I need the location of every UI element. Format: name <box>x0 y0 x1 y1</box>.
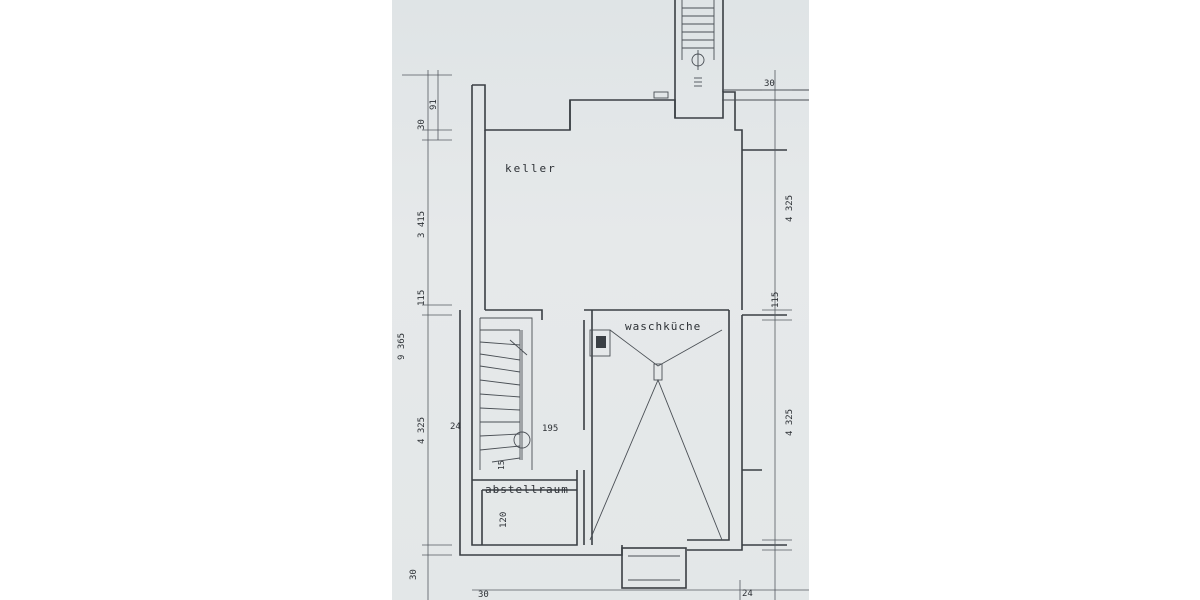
laundry-roof-symbol <box>589 329 723 541</box>
dim-left-115: 115 <box>417 290 427 306</box>
outer-walls <box>459 84 809 556</box>
dim-right-4325-bottom: 4 325 <box>785 409 795 436</box>
room-label-waschkueche: waschküche <box>625 320 701 333</box>
dim-bottom-24: 24 <box>742 589 753 599</box>
dim-stair-15: 15 <box>497 460 506 470</box>
dim-left-24: 24 <box>450 422 461 432</box>
room-label-abstellraum: abstellraum <box>485 483 569 496</box>
dim-right-115: 115 <box>771 292 781 308</box>
dim-left-4325: 4 325 <box>417 417 427 444</box>
right-dimension-line <box>762 70 792 600</box>
dim-left-9365: 9 365 <box>397 333 407 360</box>
dim-stair-195: 195 <box>542 424 558 434</box>
dim-left-bottom-30: 30 <box>409 569 419 580</box>
dim-left-top-30: 30 <box>417 119 427 130</box>
room-label-keller: keller <box>505 162 557 175</box>
upper-staircase <box>674 0 724 118</box>
interior-walls <box>472 309 729 545</box>
dim-bottom-30: 30 <box>478 590 489 600</box>
left-dimension-line <box>402 70 452 600</box>
dim-left-3415: 3 415 <box>417 211 427 238</box>
dim-right-4325-top: 4 325 <box>785 195 795 222</box>
dim-left-top-91: 91 <box>429 99 439 110</box>
basement-stair <box>479 317 533 470</box>
dim-right-top-30: 30 <box>764 79 775 89</box>
bottom-dimension-line <box>472 580 809 600</box>
dim-abstell-120: 120 <box>499 512 509 528</box>
entrance-step <box>621 547 687 589</box>
floor-plan-drawing: keller waschküche abstellraum 30 91 3 41… <box>397 0 809 600</box>
floor-plan-photo: keller waschküche abstellraum 30 91 3 41… <box>392 0 809 600</box>
